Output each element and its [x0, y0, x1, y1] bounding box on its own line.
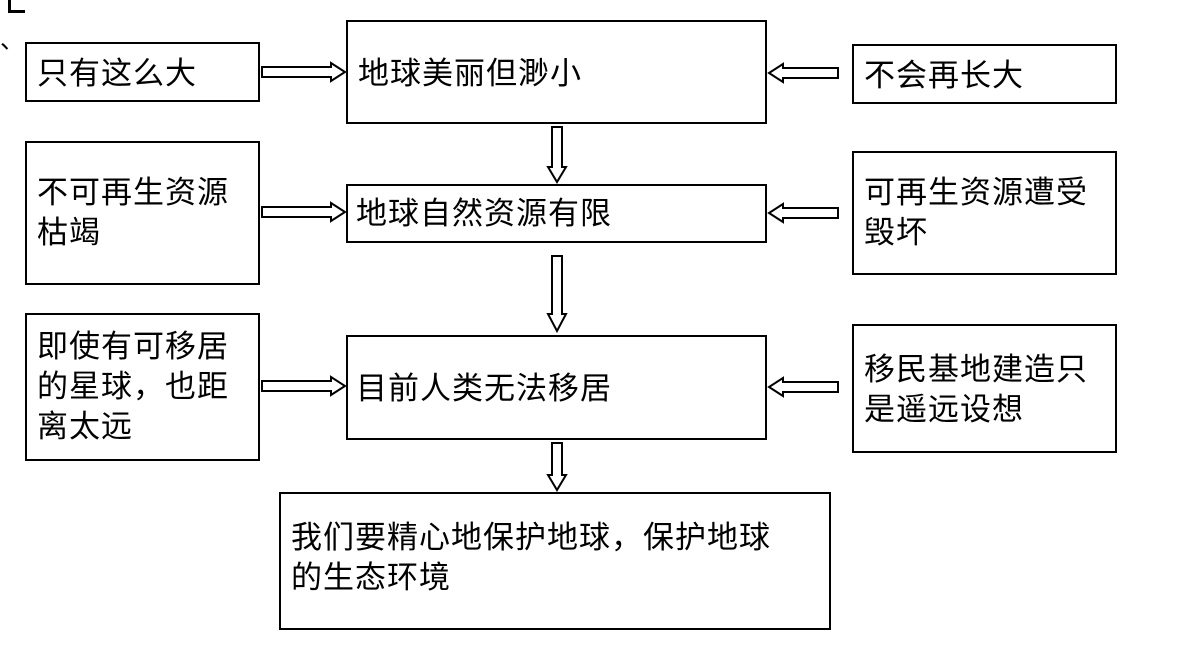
box-renewable-damaged: 可再生资源遭受 毁坏 [852, 151, 1117, 275]
box-text-line-1: 可再生资源遭受 [864, 175, 1088, 211]
arrow-right-2 [261, 201, 347, 223]
box-nonrenewable-depleted: 不可再生资源 枯竭 [25, 141, 260, 285]
box-text-line-2: 枯竭 [37, 215, 101, 251]
corner-bracket-mark [8, 0, 25, 13]
box-planet-too-far: 即使有可移居 的星球，也距 离太远 [25, 313, 260, 461]
box-humans-cannot-migrate: 目前人类无法移居 [346, 335, 767, 440]
box-earth-beautiful-small: 地球美丽但渺小 [346, 20, 767, 124]
box-text: 地球自然资源有限 [356, 196, 612, 232]
arrow-left-2 [767, 202, 839, 224]
box-text: 地球美丽但渺小 [358, 56, 582, 92]
arrow-down-3 [546, 442, 568, 492]
box-migration-base-dream: 移民基地建造只 是遥远设想 [852, 324, 1117, 453]
box-text-line-1: 不可再生资源 [37, 175, 229, 211]
box-earth-resources-limited: 地球自然资源有限 [346, 184, 767, 243]
arrow-left-3 [767, 376, 839, 398]
box-text: 目前人类无法移居 [356, 371, 612, 407]
arrow-down-2 [546, 255, 568, 334]
box-text: 只有这么大 [37, 56, 197, 92]
arrow-right-1 [261, 61, 347, 83]
box-conclusion-protect-earth: 我们要精心地保护地球，保护地球 的生态环境 [279, 492, 831, 630]
box-text-line-1: 即使有可移居 [37, 329, 229, 365]
box-text-line-2: 的生态环境 [291, 560, 451, 596]
box-only-this-big: 只有这么大 [25, 42, 260, 102]
box-text-line-1: 移民基地建造只 [864, 352, 1088, 388]
arrow-right-3 [261, 375, 347, 397]
arrow-down-1 [546, 126, 568, 184]
box-text-line-2: 的星球，也距 [37, 369, 229, 405]
corner-dot-mark: 、 [0, 26, 24, 54]
arrow-left-1 [767, 62, 839, 84]
box-will-not-grow: 不会再长大 [852, 44, 1117, 104]
box-text: 不会再长大 [864, 58, 1024, 94]
box-text-line-2: 是遥远设想 [864, 392, 1024, 428]
box-text-line-2: 毁坏 [864, 215, 928, 251]
box-text-line-3: 离太远 [37, 409, 133, 445]
box-text-line-1: 我们要精心地保护地球，保护地球 [291, 520, 771, 556]
